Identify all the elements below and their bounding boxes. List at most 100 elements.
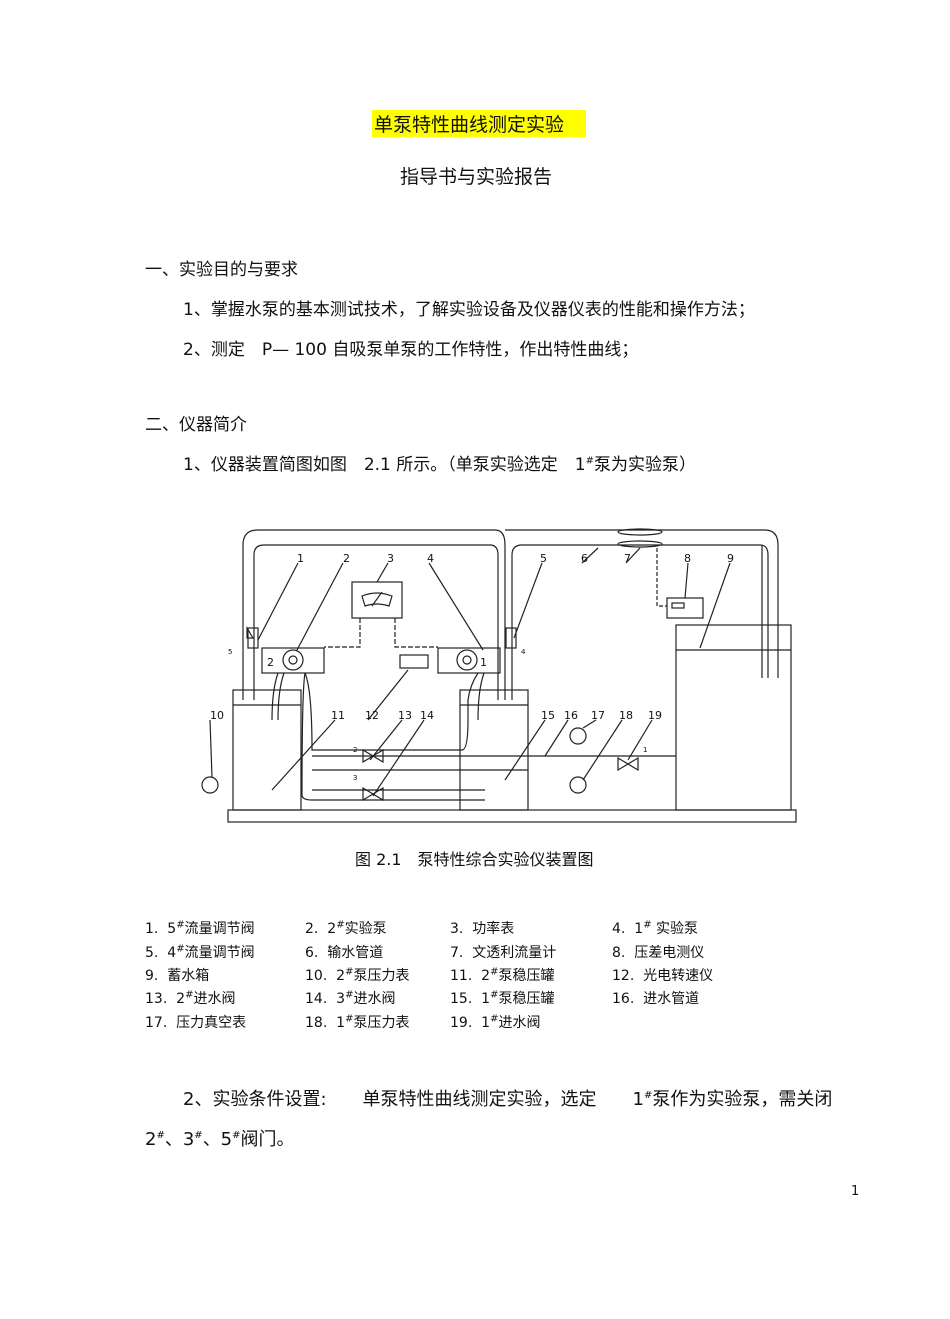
label-13: 13 xyxy=(398,709,412,722)
legend-text: 进水管道 xyxy=(643,991,700,1007)
sup: # xyxy=(176,943,185,955)
legend-item: 2. 2#实验泵 xyxy=(305,918,387,938)
section2-heading: 二、仪器简介 xyxy=(145,415,247,435)
label-9: 9 xyxy=(727,552,734,565)
legend-item: 10. 2#泵压力表 xyxy=(305,965,409,985)
setup-text: 2、实验条件设置: 单泵特性曲线测定实验，选定 1 xyxy=(183,1089,644,1110)
sup: # xyxy=(156,1130,165,1141)
sup: # xyxy=(194,1130,203,1141)
legend-number: 16. xyxy=(612,991,635,1007)
valve-19 xyxy=(617,756,639,772)
legend-text: 泵稳压罐 xyxy=(498,991,555,1007)
valve-1 xyxy=(247,627,259,649)
legend-item: 3. 功率表 xyxy=(450,918,514,938)
inner-pipe-right xyxy=(511,544,769,700)
section2-item1: 1、仪器装置简图如图 2.1 所示。（单泵实验选定 1#泵为实验泵） xyxy=(183,450,696,475)
tank-11 xyxy=(232,689,302,811)
legend-item: 5. 4#流量调节阀 xyxy=(145,942,255,962)
sup: # xyxy=(176,919,185,931)
legend-item: 7. 文透利流量计 xyxy=(450,942,556,962)
legend-text: 压差电测仪 xyxy=(634,945,705,961)
sup: # xyxy=(336,919,345,931)
legend-prefix: 2 xyxy=(336,968,346,984)
legend-number: 1. xyxy=(145,921,159,937)
legend-item: 14. 3#进水阀 xyxy=(305,988,395,1008)
legend-item: 12. 光电转速仪 xyxy=(612,965,713,985)
base-plate xyxy=(227,809,797,823)
sup: # xyxy=(585,455,594,467)
setup-line1: 2、实验条件设置: 单泵特性曲线测定实验，选定 1#泵作为实验泵，需关闭 xyxy=(183,1085,832,1111)
label-2: 2 xyxy=(343,552,350,565)
label-10: 10 xyxy=(210,709,224,722)
sup: # xyxy=(643,1090,653,1101)
legend-number: 4. xyxy=(612,921,626,937)
valve-label: 3 xyxy=(353,774,357,782)
gauge-17 xyxy=(569,727,587,745)
legend-number: 13. xyxy=(145,991,168,1007)
legend-number: 17. xyxy=(145,1015,168,1031)
legend-prefix: 3 xyxy=(336,991,346,1007)
legend-item: 17. 压力真空表 xyxy=(145,1012,246,1032)
section1-item1: 1、掌握水泵的基本测试技术，了解实验设备及仪器仪表的性能和操作方法； xyxy=(183,300,755,320)
legend-text: 泵稳压罐 xyxy=(498,968,555,984)
valve-label: 4 xyxy=(521,648,526,656)
sup: # xyxy=(490,989,499,1001)
sup: # xyxy=(232,1130,241,1141)
legend-prefix: 4 xyxy=(167,945,177,961)
apparatus-diagram: 1 2 3 4 5 6 7 8 9 10 11 12 13 14 15 16 1… xyxy=(201,528,797,823)
label-3: 3 xyxy=(387,552,394,565)
legend-item: 15. 1#泵稳压罐 xyxy=(450,988,554,1008)
setup-text: 泵作为实验泵，需关闭 xyxy=(652,1089,833,1110)
pump-label: 2 xyxy=(267,656,274,669)
legend-text: 进水阀 xyxy=(193,991,236,1007)
doc-subtitle: 指导书与实验报告 xyxy=(400,166,553,188)
legend-text: 压力真空表 xyxy=(176,1015,247,1031)
legend-text: 泵压力表 xyxy=(353,1015,410,1031)
legend-prefix: 1 xyxy=(481,1015,491,1031)
tachometer xyxy=(399,654,429,669)
legend-prefix: 2 xyxy=(481,968,491,984)
legend-prefix: 1 xyxy=(634,921,644,937)
valve-14 xyxy=(362,786,384,802)
label-19: 19 xyxy=(648,709,662,722)
setup-text: 、5 xyxy=(202,1129,233,1150)
item-text: 泵为实验泵） xyxy=(593,455,696,475)
legend-text: 功率表 xyxy=(472,921,515,937)
valve-label: 5 xyxy=(228,648,232,656)
legend-prefix: 5 xyxy=(167,921,177,937)
legend-number: 2. xyxy=(305,921,319,937)
legend-text: 文透利流量计 xyxy=(472,945,557,961)
label-5: 5 xyxy=(540,552,547,565)
label-12: 12 xyxy=(365,709,379,722)
section1-item2: 2、测定 P— 100 自吸泵单泵的工作特性，作出特性曲线； xyxy=(183,340,639,360)
legend-number: 14. xyxy=(305,991,328,1007)
label-14: 14 xyxy=(420,709,434,722)
legend-text: 光电转速仪 xyxy=(643,968,714,984)
legend-number: 15. xyxy=(450,991,473,1007)
label-18: 18 xyxy=(619,709,633,722)
outer-pipe-right xyxy=(505,529,779,678)
item-text: 1、仪器装置简图如图 2.1 所示。（单泵实验选定 1 xyxy=(183,455,586,475)
legend-text: 实验泵 xyxy=(651,921,699,937)
setup-text: 2 xyxy=(145,1129,157,1150)
legend-item: 9. 蓄水箱 xyxy=(145,965,209,985)
gauge-18 xyxy=(569,776,587,794)
legend-prefix: 1 xyxy=(336,1015,346,1031)
label-6: 6 xyxy=(581,552,588,565)
setup-text: 、3 xyxy=(164,1129,195,1150)
gauge-10 xyxy=(201,776,219,794)
diagram-labels: 1 2 3 4 5 6 7 8 9 10 11 12 13 14 15 16 1… xyxy=(210,552,734,782)
water-tank-9 xyxy=(675,624,792,811)
tank-15 xyxy=(459,689,529,811)
pump-2 xyxy=(261,647,325,674)
label-4: 4 xyxy=(427,552,434,565)
label-8: 8 xyxy=(684,552,691,565)
page-number: 1 xyxy=(851,1184,860,1199)
legend-number: 5. xyxy=(145,945,159,961)
legend-number: 11. xyxy=(450,968,473,984)
label-17: 17 xyxy=(591,709,605,722)
valve-label: 1 xyxy=(643,746,647,754)
sup: # xyxy=(345,966,354,978)
sup: # xyxy=(345,1013,354,1025)
